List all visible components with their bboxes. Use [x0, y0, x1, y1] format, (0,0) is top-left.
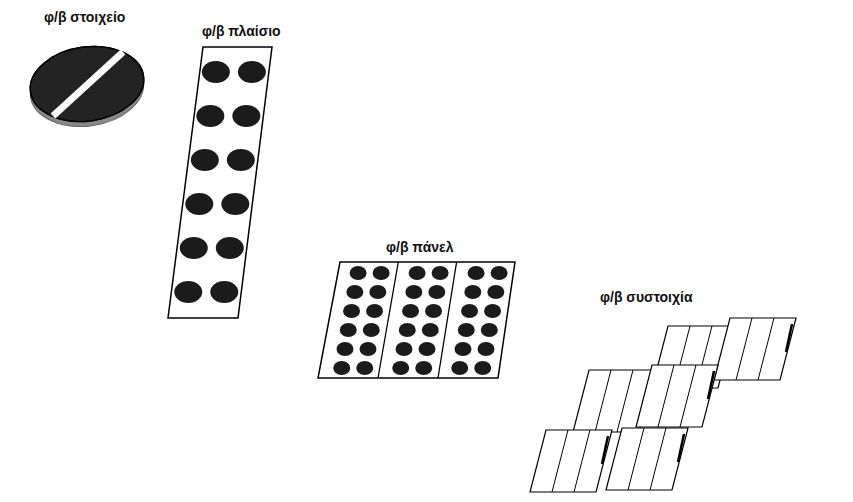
pv-panel: [318, 262, 515, 378]
pv-cell: [25, 39, 148, 133]
part-label: φ/β στοιχείο: [44, 10, 125, 25]
part-label: φ/β συστοιχία: [600, 290, 693, 305]
pv-array: [530, 318, 796, 492]
part-label: φ/β πλαίσιο: [202, 24, 281, 39]
part-label: φ/β πάνελ: [386, 240, 454, 255]
pv-module: [168, 47, 272, 318]
